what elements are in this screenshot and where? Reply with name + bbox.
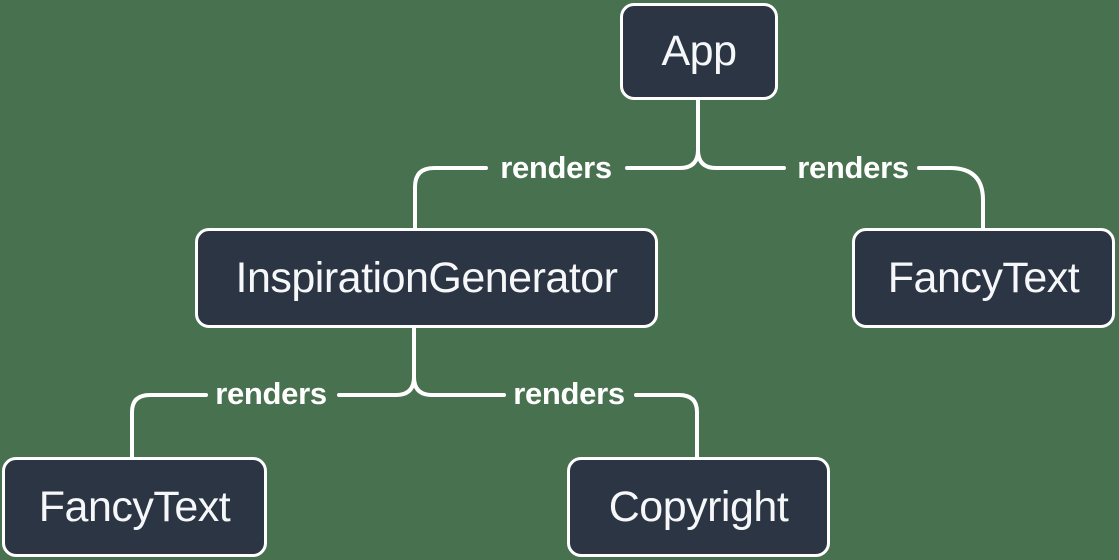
edge-segment xyxy=(337,326,416,397)
node-label: FancyText xyxy=(887,253,1080,302)
edge-segment xyxy=(130,393,208,459)
edge-segment xyxy=(696,98,786,170)
node-label: InspirationGenerator xyxy=(235,253,619,302)
edge-label-renders: renders xyxy=(500,150,612,185)
node-fancy-text-top: FancyText xyxy=(852,228,1115,328)
edge-label-renders: renders xyxy=(797,150,909,185)
edge-segment xyxy=(634,393,699,459)
edge-segment xyxy=(625,98,700,170)
node-app: App xyxy=(620,3,778,100)
node-label: Copyright xyxy=(608,482,789,531)
edge-inspiration-generator-to-copyright xyxy=(412,326,699,459)
node-label: App xyxy=(661,27,737,75)
node-label: FancyText xyxy=(38,482,231,531)
node-fancy-text-bottom: FancyText xyxy=(2,457,267,557)
edge-segment xyxy=(917,166,985,230)
edge-label-renders: renders xyxy=(215,376,327,411)
edge-segment xyxy=(412,326,506,397)
edge-segment xyxy=(413,166,488,230)
edge-app-to-fancy-text-top xyxy=(696,98,985,230)
node-inspiration-generator: InspirationGenerator xyxy=(195,228,658,328)
edge-label-renders: renders xyxy=(513,376,625,411)
node-copyright: Copyright xyxy=(567,457,830,557)
